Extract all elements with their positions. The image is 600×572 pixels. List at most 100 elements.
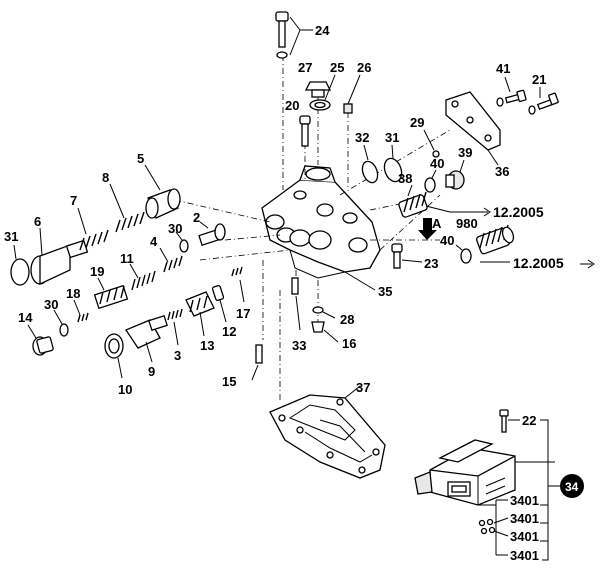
bolt-23 bbox=[391, 243, 403, 269]
spring-8 bbox=[115, 211, 145, 233]
pin-15 bbox=[255, 344, 263, 364]
spring-3 bbox=[167, 308, 183, 321]
arrow-right-icon bbox=[478, 207, 491, 217]
callout-17: 17 bbox=[236, 306, 250, 321]
revision-date-lower: 12.2005 bbox=[513, 255, 564, 271]
spring-4 bbox=[163, 255, 183, 273]
callout-7: 7 bbox=[70, 193, 77, 208]
callout-3401a: 3401 bbox=[510, 493, 539, 508]
plug-27 bbox=[304, 81, 332, 98]
plug-14 bbox=[32, 336, 54, 356]
callout-27: 27 bbox=[298, 60, 312, 75]
leader-25 bbox=[324, 74, 336, 101]
spring-11 bbox=[131, 270, 156, 291]
arrow-right-icon-2 bbox=[580, 259, 595, 269]
callout-18: 18 bbox=[66, 286, 80, 301]
sleeve-5 bbox=[145, 188, 181, 219]
screw-26 bbox=[343, 103, 353, 114]
oring-31a bbox=[383, 157, 403, 183]
callout-34: 34 bbox=[565, 480, 579, 494]
callout-40b: 40 bbox=[440, 233, 454, 248]
callout-21: 21 bbox=[532, 72, 546, 87]
bolt-21 bbox=[528, 92, 559, 115]
callout-41: 41 bbox=[496, 61, 510, 76]
assembly-badge-34 bbox=[560, 474, 584, 498]
oring-30b bbox=[59, 323, 69, 337]
callout-15: 15 bbox=[222, 374, 236, 389]
callout-10: 10 bbox=[118, 382, 132, 397]
bolt-22 bbox=[499, 409, 509, 433]
callout-4: 4 bbox=[150, 234, 158, 249]
spool-13 bbox=[185, 291, 215, 317]
callout-980: 980 bbox=[456, 216, 478, 231]
oring-31b bbox=[10, 258, 30, 286]
callout-3401d: 3401 bbox=[510, 548, 539, 563]
valve-2 bbox=[198, 223, 226, 246]
oring-32 bbox=[361, 160, 379, 184]
spring-7 bbox=[79, 229, 109, 251]
callout-38: 38 bbox=[398, 171, 412, 186]
callout-28: 28 bbox=[340, 312, 354, 327]
callout-A: A bbox=[432, 216, 442, 231]
oring-40a bbox=[424, 177, 436, 193]
callout-40a: 40 bbox=[430, 156, 444, 171]
cap-39 bbox=[445, 170, 465, 190]
callout-30a: 30 bbox=[168, 221, 182, 236]
callout-9: 9 bbox=[148, 364, 155, 379]
callout-35: 35 bbox=[378, 284, 392, 299]
bolt-41 bbox=[496, 89, 527, 107]
callout-29: 29 bbox=[410, 115, 424, 130]
plug-16 bbox=[311, 321, 325, 333]
bolt-24 bbox=[275, 11, 289, 59]
ring-28 bbox=[312, 306, 324, 314]
callout-20: 20 bbox=[285, 98, 299, 113]
callout-33: 33 bbox=[292, 338, 306, 353]
callout-31b: 31 bbox=[4, 229, 18, 244]
leader-24 bbox=[289, 16, 301, 31]
oring-30a bbox=[179, 239, 189, 253]
callout-11: 11 bbox=[120, 251, 134, 266]
callout-26: 26 bbox=[357, 60, 371, 75]
callout-16: 16 bbox=[342, 336, 356, 351]
valve-body bbox=[261, 165, 381, 279]
view-arrow-a bbox=[418, 218, 437, 240]
leader-24b bbox=[289, 29, 301, 56]
callout-25: 25 bbox=[330, 60, 344, 75]
plate-36 bbox=[445, 91, 501, 151]
callout-22: 22 bbox=[522, 413, 536, 428]
separator-plate-37 bbox=[269, 394, 386, 479]
callout-31a: 31 bbox=[385, 130, 399, 145]
callout-39: 39 bbox=[458, 145, 472, 160]
callout-3401c: 3401 bbox=[510, 529, 539, 544]
callout-30b: 30 bbox=[44, 297, 58, 312]
bolt-20 bbox=[299, 115, 311, 147]
callout-23: 23 bbox=[424, 256, 438, 271]
piston-6 bbox=[30, 239, 89, 286]
spring-980 bbox=[476, 224, 515, 255]
revision-date-upper: 12.2005 bbox=[493, 204, 544, 220]
callout-36: 36 bbox=[495, 164, 509, 179]
ring-29 bbox=[432, 150, 440, 158]
callout-3: 3 bbox=[174, 348, 181, 363]
solenoid-assembly-34 bbox=[414, 439, 516, 506]
callout-5: 5 bbox=[137, 151, 144, 166]
callout-24: 24 bbox=[315, 23, 330, 38]
spring-18 bbox=[77, 312, 89, 323]
leader-26 bbox=[347, 74, 361, 105]
callout-2: 2 bbox=[193, 210, 200, 225]
spool-9 bbox=[125, 314, 168, 349]
spool-19 bbox=[93, 284, 129, 310]
pin-33 bbox=[291, 277, 299, 295]
valve-12 bbox=[211, 284, 225, 302]
sleeve-10 bbox=[104, 333, 124, 359]
callout-12: 12 bbox=[222, 324, 236, 339]
spring-17 bbox=[231, 266, 243, 277]
orings-3401 bbox=[478, 518, 496, 535]
callout-14: 14 bbox=[18, 310, 33, 325]
callout-32: 32 bbox=[355, 130, 369, 145]
oring-40b bbox=[460, 248, 472, 264]
spring-38 bbox=[398, 191, 428, 218]
callout-13: 13 bbox=[200, 338, 214, 353]
